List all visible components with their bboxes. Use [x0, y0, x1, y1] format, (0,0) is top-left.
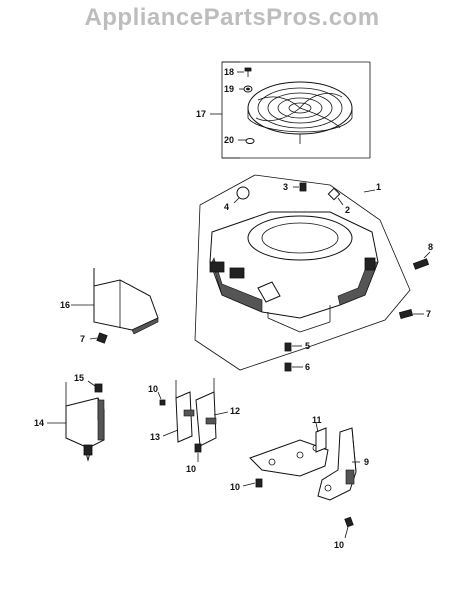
screw-3-part[interactable]	[299, 182, 307, 192]
callout-7-right: 7	[426, 309, 431, 319]
leader-lines	[47, 71, 431, 539]
callout-20: 20	[224, 135, 234, 145]
callout-14: 14	[34, 418, 44, 428]
callout-2: 2	[345, 205, 350, 215]
callout-15: 15	[74, 373, 84, 383]
callout-10-upper: 10	[148, 384, 158, 394]
callout-1: 1	[376, 182, 381, 192]
callout-10-lower: 10	[334, 540, 344, 550]
screw-10-upper-part[interactable]	[159, 399, 166, 406]
grille-box	[221, 61, 371, 159]
callout-6: 6	[305, 362, 310, 372]
callout-18: 18	[224, 67, 234, 77]
callout-16: 16	[60, 300, 70, 310]
callout-4: 4	[224, 202, 229, 212]
callout-10-bracket: 10	[230, 482, 240, 492]
callout-8: 8	[428, 242, 433, 252]
bolt-7-left-part[interactable]	[96, 332, 108, 344]
bolt-7-right-part[interactable]	[398, 309, 414, 319]
baffle-13-part[interactable]	[175, 380, 195, 443]
callout-12: 12	[230, 406, 240, 416]
screw-10-lower-part[interactable]	[344, 516, 354, 528]
blower-housing-part[interactable]	[209, 211, 379, 333]
callout-17: 17	[196, 109, 206, 119]
blower-housing-frame	[194, 174, 411, 371]
clip-2-part[interactable]	[327, 187, 341, 201]
callout-3: 3	[283, 182, 288, 192]
screw-10-bracket-part[interactable]	[255, 478, 263, 488]
screw-18-part[interactable]	[244, 67, 252, 77]
bracket-11-part[interactable]	[249, 427, 329, 477]
watermark-text: AppliancePartsPros.com	[84, 4, 380, 31]
baffle-9-part[interactable]	[317, 427, 357, 501]
baffle-12-part[interactable]	[195, 378, 217, 447]
screw-6-part[interactable]	[284, 362, 292, 372]
screw-15-part[interactable]	[94, 383, 103, 393]
callout-11: 11	[312, 415, 322, 425]
screw-5-part[interactable]	[284, 342, 292, 352]
grille-screen-part[interactable]	[247, 81, 353, 144]
callout-19: 19	[224, 84, 234, 94]
callout-labels: 18 19 17 20 1 2 3 4 5 6 8 7 7 16 15 14 1…	[34, 67, 433, 550]
callout-10-middle: 10	[186, 464, 196, 474]
clip-20-part[interactable]	[245, 138, 255, 144]
bolt-8-part[interactable]	[412, 258, 430, 270]
callout-5: 5	[305, 341, 310, 351]
shroud-16-part[interactable]	[93, 268, 159, 335]
screw-10-middle-part[interactable]	[194, 443, 202, 453]
plug-4-part[interactable]	[236, 186, 250, 200]
washer-19-part[interactable]	[243, 85, 253, 93]
callout-13: 13	[150, 432, 160, 442]
callout-9: 9	[364, 457, 369, 467]
callout-7-left: 7	[80, 334, 85, 344]
baffle-14-part[interactable]	[65, 382, 105, 462]
